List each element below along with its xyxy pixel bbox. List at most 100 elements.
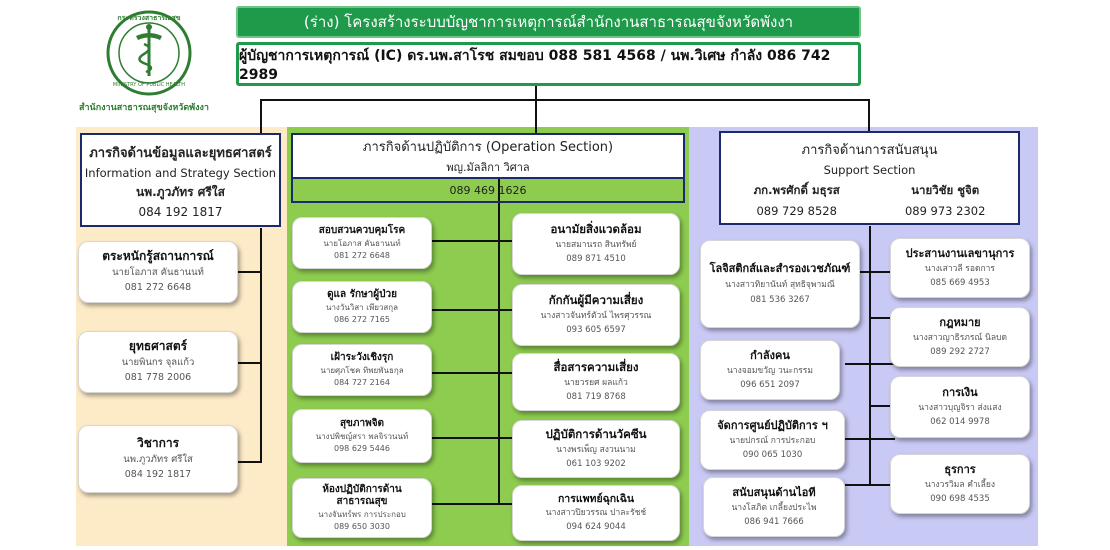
connector	[869, 226, 871, 486]
connector	[869, 405, 895, 407]
connector	[845, 484, 895, 486]
connector	[236, 271, 262, 273]
unit-title: อนามัยสิ่งแวดล้อม	[550, 222, 642, 237]
unit-title: สอบสวนควบคุมโรค	[318, 224, 406, 236]
unit-phone: 089 650 3030	[334, 522, 390, 531]
unit-phone: 089 871 4510	[566, 253, 626, 264]
support-heads: ภก.พรศักดิ์ มธุรส 089 729 8528 นายวิชัย …	[721, 182, 1018, 218]
support-head-right-name: นายวิชัย ชูจิต	[911, 183, 980, 197]
unit-person: นายศุภโชค ทิพยพันธกุล	[320, 365, 404, 375]
unit-person: นายโอภาส คันธานนท์	[323, 238, 401, 248]
info-section-head: นพ.ภูวภัทร ศรีใส	[135, 184, 225, 199]
unit-person: นางพรเพ็ญ สงวนนาม	[556, 444, 636, 455]
connector	[869, 317, 895, 319]
unit-person: นายปกรณ์ การประกอบ	[729, 435, 816, 446]
unit-title: การเงิน	[942, 386, 978, 400]
unit-title: กฎหมาย	[939, 316, 981, 330]
unit-title: ธุรการ	[944, 463, 976, 477]
operation-section-header: ภารกิจด้านปฏิบัติการ (Operation Section)…	[291, 133, 685, 179]
unit-person: นายโอภาส คันธานนท์	[112, 266, 204, 278]
unit-title: กำลังคน	[750, 349, 790, 363]
connector	[868, 99, 870, 133]
connector	[498, 178, 500, 503]
connector	[432, 240, 516, 242]
unit-phone: 090 065 1030	[742, 449, 803, 460]
connector	[260, 99, 869, 101]
connector	[236, 461, 262, 463]
unit-title: การแพทย์ฉุกเฉิน	[557, 492, 635, 505]
unit-phone: 096 651 2097	[740, 379, 800, 390]
unit-title: ดูแล รักษาผู้ป่วย	[327, 288, 397, 300]
unit-title: สนับสนุนด้านไอที	[732, 486, 816, 500]
unit-person: นางสาวญาธิรภรณ์ นิลบด	[913, 332, 1007, 343]
unit-person: นางเสาวลี รอดการ	[925, 263, 995, 274]
unit-phone: 089 292 2727	[930, 346, 990, 357]
support-head-left-name: ภก.พรศักดิ์ มธุรส	[753, 183, 840, 197]
unit-card: เฝ้าระวังเชิงรุก นายศุภโชค ทิพยพันธกุล 0…	[292, 344, 432, 396]
unit-title: เฝ้าระวังเชิงรุก	[330, 351, 394, 363]
moph-logo: กระทรวงสาธารณสุข MINISTRY OF PUBLIC HEAL…	[106, 10, 192, 96]
info-section-header: ภารกิจด้านข้อมูลและยุทธศาสตร์ Informatio…	[80, 133, 281, 227]
unit-card: สุขภาพจิต นางปพิชญ์สรา พลจิรวนนท์ 098 62…	[292, 409, 432, 463]
unit-phone: 098 629 5446	[334, 444, 390, 453]
info-section-title: ภารกิจด้านข้อมูลและยุทธศาสตร์	[89, 145, 272, 161]
connector	[260, 228, 262, 462]
unit-phone: 093 605 6597	[566, 324, 626, 335]
unit-card: โลจิสติกส์และสำรองเวชภัณฑ์ นางสาวทิยานัน…	[700, 240, 860, 328]
unit-title: สุขภาพจิต	[339, 417, 385, 429]
connector	[432, 309, 516, 311]
unit-person: นายพินกร จุลแก้ว	[121, 356, 195, 368]
unit-phone: 081 272 6648	[124, 282, 192, 294]
logo-text-bottom: MINISTRY OF PUBLIC HEALTH	[112, 82, 186, 88]
unit-phone: 084 192 1817	[124, 469, 192, 481]
unit-person: นางวรวิมล คำเลี้ยง	[924, 479, 996, 490]
unit-card: การแพทย์ฉุกเฉิน นางสาวปิยวรรณ ปาละรัชช์ …	[512, 485, 680, 541]
unit-card: ปฏิบัติการด้านวัคซีน นางพรเพ็ญ สงวนนาม 0…	[512, 420, 680, 478]
unit-person: นายวรยศ ผลแก้ว	[564, 377, 628, 388]
unit-phone: 081 778 2006	[124, 372, 192, 384]
support-head-left-phone: 089 729 8528	[756, 204, 837, 218]
unit-title: ยุทธศาสตร์	[128, 339, 188, 354]
support-head-left: ภก.พรศักดิ์ มธุรส 089 729 8528	[754, 182, 840, 218]
unit-phone: 062 014 9978	[930, 416, 990, 427]
operation-section-title: ภารกิจด้านปฏิบัติการ (Operation Section)	[362, 140, 614, 155]
unit-card: ประสานงานเลขานุการ นางเสาวลี รอดการ 085 …	[890, 238, 1030, 298]
org-name: สำนักงานสาธารณสุขจังหวัดพังงา	[79, 103, 209, 113]
unit-person: นางสาวบุญจิรา ส่งแสง	[918, 402, 1002, 413]
unit-card: ตระหนักรู้สถานการณ์ นายโอภาส คันธานนท์ 0…	[78, 241, 238, 303]
operation-section-phone: 089 469 1626	[449, 184, 527, 197]
unit-title: วิชาการ	[136, 436, 180, 451]
connector	[432, 437, 516, 439]
unit-title: ห้องปฏิบัติการด้านสาธารณสุข	[322, 483, 402, 507]
unit-card: จัดการศูนย์ปฏิบัติการ ฯ นายปกรณ์ การประก…	[700, 410, 845, 470]
support-section-title: ภารกิจด้านการสนับสนุน	[801, 143, 938, 158]
unit-phone: 081 719 8768	[566, 391, 626, 402]
unit-card: กำลังคน นางจอมขวัญ วนะกรรม 096 651 2097	[700, 340, 840, 400]
unit-card: ธุรการ นางวรวิมล คำเลี้ยง 090 698 4535	[890, 454, 1030, 514]
connector	[845, 271, 895, 273]
connector	[845, 438, 895, 440]
logo-text-top: กระทรวงสาธารณสุข	[117, 14, 181, 22]
unit-card: กฎหมาย นางสาวญาธิรภรณ์ นิลบด 089 292 272…	[890, 307, 1030, 367]
unit-person: นพ.ภูวภัทร ศรีใส	[123, 453, 193, 465]
unit-person: นางปพิชญ์สรา พลจิรวนนท์	[315, 431, 409, 441]
connector	[432, 372, 516, 374]
unit-person: นางวันวิสา เพียวสกุล	[325, 302, 399, 312]
incident-commander: ผู้บัญชาการเหตุการณ์ (IC) ดร.นพ.สาโรช สม…	[236, 42, 861, 86]
unit-person: นายสมานรถ สินทรัพย์	[555, 239, 637, 250]
unit-card: ดูแล รักษาผู้ป่วย นางวันวิสา เพียวสกุล 0…	[292, 281, 432, 333]
unit-title: ปฏิบัติการด้านวัคซีน	[545, 427, 647, 442]
unit-phone: 090 698 4535	[930, 493, 990, 504]
unit-phone: 081 272 6648	[334, 251, 390, 260]
info-section-phone: 084 192 1817	[138, 204, 223, 219]
unit-person: นางโสภิต เกลี้ยงประไพ	[731, 502, 817, 513]
unit-title: จัดการศูนย์ปฏิบัติการ ฯ	[717, 419, 828, 433]
unit-card: อนามัยสิ่งแวดล้อม นายสมานรถ สินทรัพย์ 08…	[512, 213, 680, 275]
unit-phone: 086 941 7666	[744, 516, 804, 527]
unit-phone: 081 536 3267	[750, 295, 810, 306]
info-section-title-en: Information and Strategy Section	[84, 165, 277, 180]
support-section-title-en: Support Section	[823, 163, 916, 177]
support-head-right-phone: 089 973 2302	[904, 204, 986, 218]
connector	[845, 363, 895, 365]
unit-title: โลจิสติกส์และสำรองเวชภัณฑ์	[709, 261, 851, 275]
